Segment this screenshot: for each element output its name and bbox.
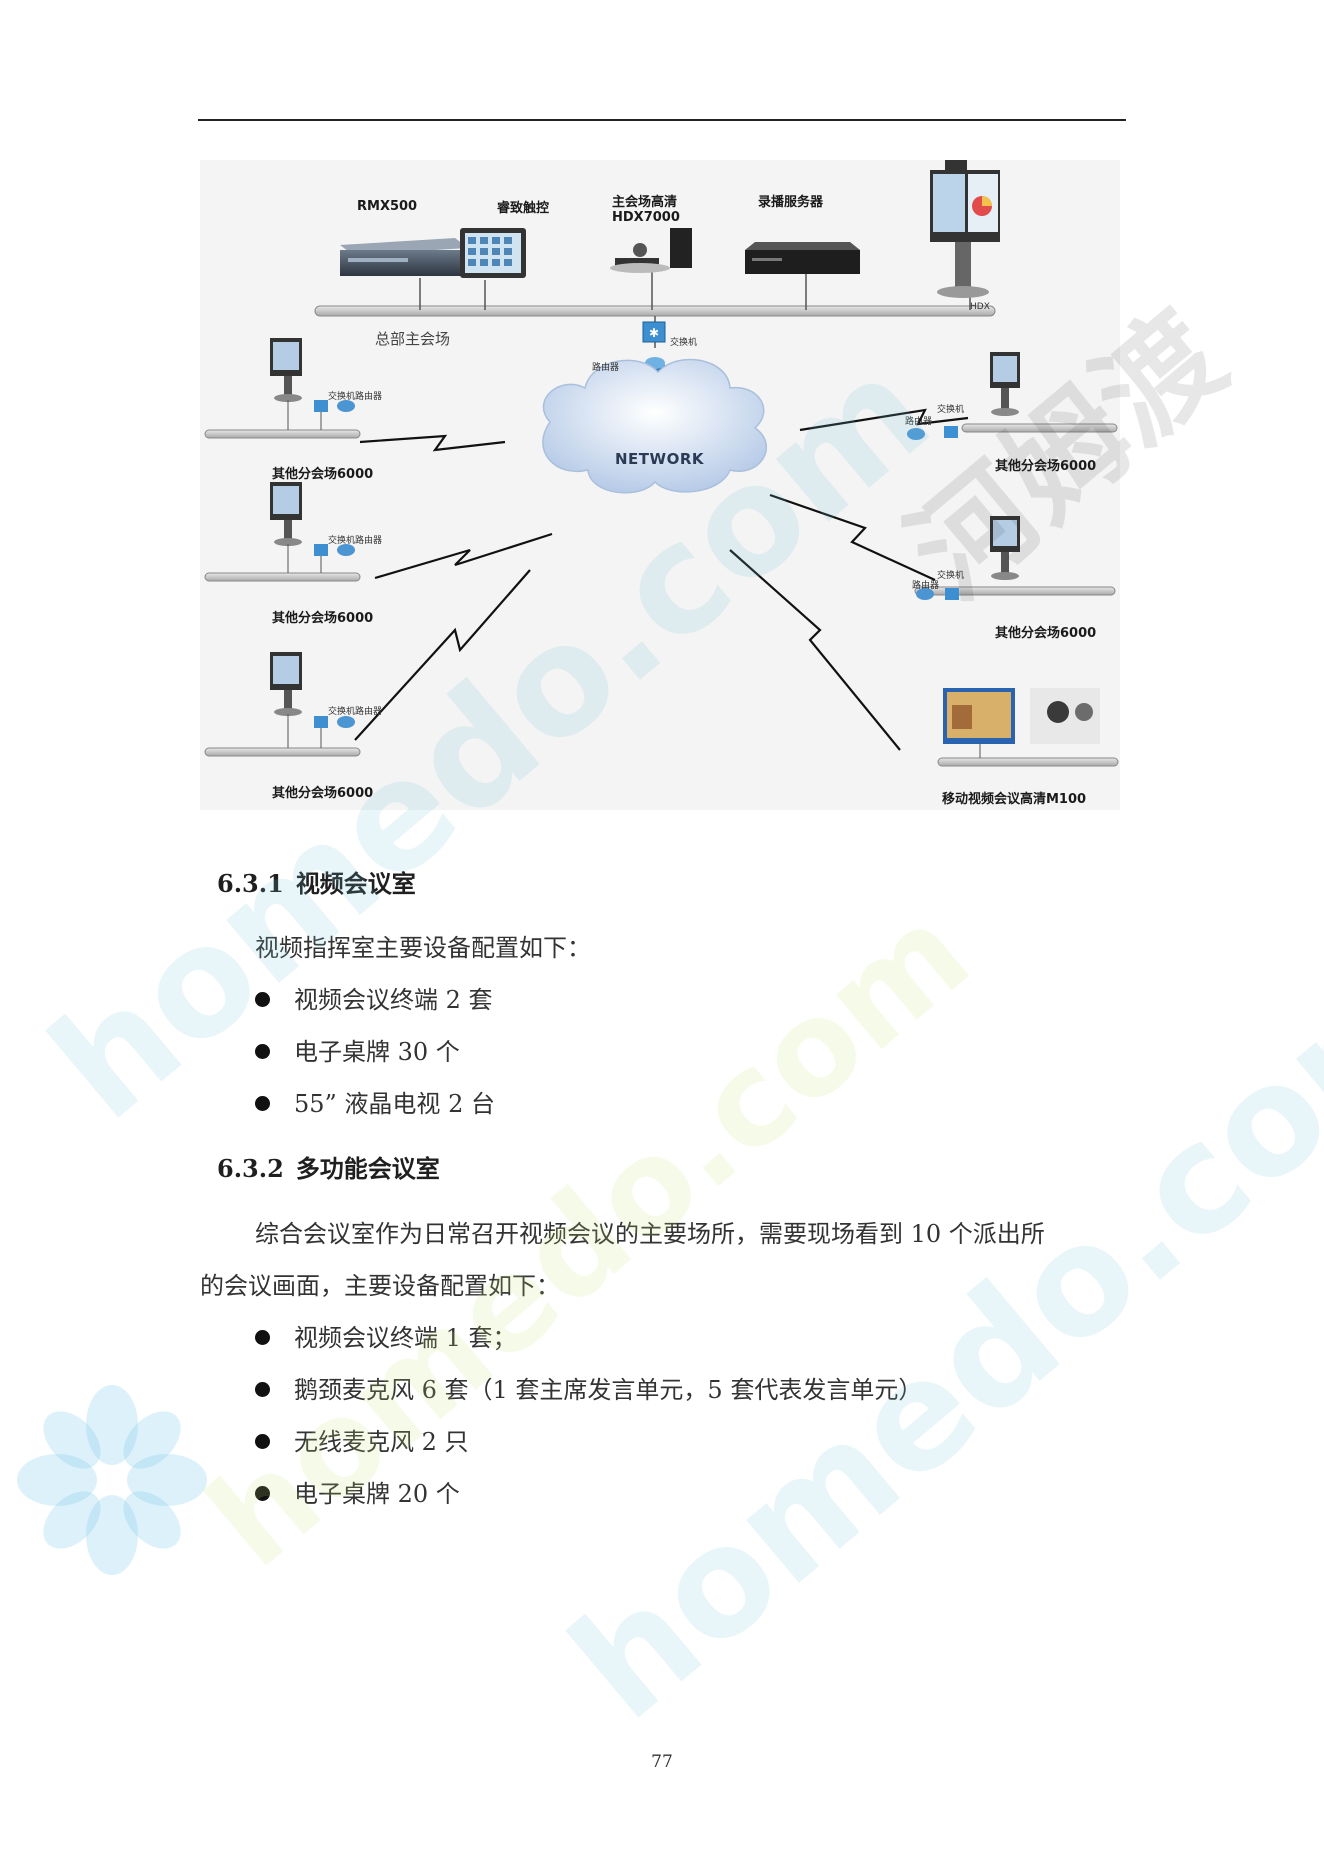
section-title: 视频会议室 (295, 869, 416, 898)
section-title: 多功能会议室 (295, 1154, 440, 1183)
watermark-text: homedo.com (540, 923, 1324, 1754)
label-branch-left-2: 其他分会场6000 (272, 611, 374, 626)
list-item: 鹅颈麦克风 6 套（1 套主席发言单元，5 套代表发言单元） (255, 1370, 922, 1405)
mobile-m100-site (937, 688, 1119, 767)
recording-server-device (745, 242, 860, 274)
network-topology-diagram: ✱ (200, 160, 1120, 810)
list-item: 视频会议终端 1 套； (255, 1318, 517, 1353)
dual-screen-terminal (930, 160, 1000, 298)
svg-text:✱: ✱ (649, 326, 659, 340)
label-hdx7000: 主会场高清 HDX7000 (612, 195, 680, 225)
list-item: 电子桌牌 30 个 (255, 1032, 460, 1067)
network-cloud (542, 358, 768, 494)
bullet-icon (255, 1044, 270, 1059)
section-number: 6.3.1 (217, 869, 284, 898)
branch-left-2 (204, 482, 361, 582)
link-right-2 (769, 493, 936, 582)
hq-bus (314, 305, 996, 317)
label-branch-left-3: 其他分会场6000 (272, 786, 374, 801)
label-branch-right-1: 其他分会场6000 (995, 459, 1097, 474)
list-item: 视频会议终端 2 套 (255, 980, 493, 1015)
branch-left-1 (204, 338, 361, 439)
branch-right-2 (914, 516, 1116, 600)
touch-panel-device (460, 228, 526, 278)
link-left-1 (359, 434, 506, 452)
bullet-icon (255, 1382, 270, 1397)
label-switch-right-1: 交换机 (937, 405, 965, 415)
list-item: 无线麦克风 2 只 (255, 1422, 469, 1457)
link-right-3 (729, 549, 901, 751)
label-branch-right-2: 其他分会场6000 (995, 626, 1097, 641)
link-left-3 (354, 569, 531, 741)
label-network: NETWORK (615, 450, 705, 468)
label-router-right-1: 路由器 (905, 417, 933, 427)
label-switch-router-left-1: 交换机路由器 (328, 392, 383, 402)
bullet-icon (255, 992, 270, 1007)
watermark-flower-icon (17, 1385, 207, 1575)
paragraph-intro-6-3-2-line1: 综合会议室作为日常召开视频会议的主要场所，需要现场看到 10 个派出所 (255, 1220, 1045, 1248)
label-switch-right-2: 交换机 (937, 571, 965, 581)
branch-right-1 (907, 352, 1118, 440)
label-switch-router-left-2: 交换机路由器 (328, 536, 383, 546)
label-hdx: HDX (970, 302, 990, 312)
label-recording-server: 录播服务器 (758, 195, 824, 210)
section-number: 6.3.2 (217, 1154, 284, 1183)
link-right-1 (799, 408, 969, 432)
label-mobile-m100: 移动视频会议高清M100 (942, 792, 1087, 807)
label-hq-switch: 交换机 (670, 338, 698, 348)
section-heading-6-3-2: 6.3.2 多功能会议室 (217, 1149, 440, 1184)
header-rule (198, 119, 1126, 121)
section-heading-6-3-1: 6.3.1 视频会议室 (217, 864, 416, 899)
label-rmx500: RMX500 (357, 199, 418, 214)
bullet-icon (255, 1096, 270, 1111)
list-item: 55” 液晶电视 2 台 (255, 1084, 495, 1119)
label-touch-panel: 睿致触控 (497, 201, 550, 216)
bullet-icon (255, 1486, 270, 1501)
link-left-2 (374, 532, 553, 580)
paragraph-intro-6-3-1: 视频指挥室主要设备配置如下： (255, 934, 591, 962)
page-number: 77 (651, 1752, 673, 1772)
label-switch-router-left-3: 交换机路由器 (328, 707, 383, 717)
label-hq-venue: 总部主会场 (375, 330, 451, 348)
rmx500-device (340, 238, 468, 276)
list-item: 电子桌牌 20 个 (255, 1474, 460, 1509)
hdx7000-device (610, 228, 692, 273)
bullet-icon (255, 1330, 270, 1345)
bullet-icon (255, 1434, 270, 1449)
diagram-graphics: ✱ (204, 160, 1119, 767)
label-branch-left-1: 其他分会场6000 (272, 467, 374, 482)
label-hq-router: 路由器 (592, 363, 620, 373)
label-router-right-2: 路由器 (912, 581, 940, 591)
branch-left-3 (204, 652, 361, 757)
paragraph-intro-6-3-2-line2: 的会议画面，主要设备配置如下： (200, 1272, 560, 1300)
